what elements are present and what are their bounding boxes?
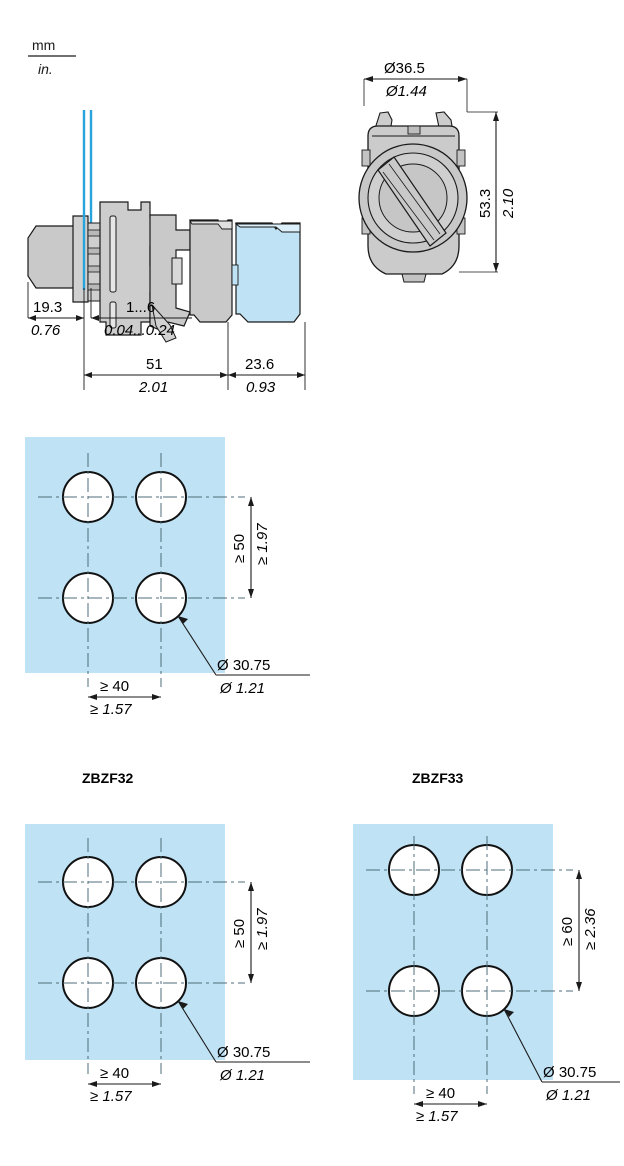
- side-tab-right-upper: [456, 149, 466, 167]
- dimension-vertical-mm: ≥ 60: [559, 917, 576, 946]
- dimension-vertical-mm: ≥ 50: [231, 534, 248, 563]
- dimension-51-mm: 51: [146, 356, 163, 373]
- hole-diameter-callout: Ø 30.75 Ø 1.21: [503, 1008, 620, 1104]
- dimension-1-6-in: 0.04...0.24: [104, 322, 175, 339]
- dimension-vertical: ≥ 60 ≥ 2.36: [559, 870, 599, 991]
- dimension-horizontal-mm: ≥ 40: [100, 1065, 129, 1082]
- body-slot-lower: [109, 301, 117, 329]
- dimension-vertical-in: ≥ 1.97: [254, 523, 271, 565]
- hole-pattern-zbzf33: ≥ 60 ≥ 2.36 ≥ 40 ≥ 1.57 Ø 30.75 Ø 1.21: [353, 824, 620, 1125]
- dimension-53-3: 53.3 2.10: [459, 111, 517, 273]
- hole-diameter-in: Ø 1.21: [219, 1067, 265, 1084]
- dimension-horizontal: ≥ 40 ≥ 1.57: [88, 1065, 161, 1105]
- mounting-panel: [25, 824, 225, 1060]
- dimension-dia-36-5: Ø36.5 Ø1.44: [363, 60, 468, 112]
- body-slot-upper: [109, 215, 117, 293]
- dimension-vertical-in: ≥ 1.97: [254, 908, 271, 950]
- dimension-horizontal-mm: ≥ 40: [100, 678, 129, 695]
- contact-block-grey-top: [189, 220, 233, 230]
- hole-pattern-top: ≥ 50 ≥ 1.97 ≥ 40 ≥ 1.57 Ø 30.75 Ø 1.21: [25, 437, 310, 718]
- dimension-dia-36-5-in: Ø1.44: [385, 83, 427, 100]
- hole-diameter-callout: Ø 30.75 Ø 1.21: [177, 1000, 310, 1084]
- side-view-assembly: 19.3 0.76 1...6 0.04...0.24 51 2.01 23.6…: [27, 110, 306, 396]
- mounting-panel: [25, 437, 225, 673]
- hole-diameter-mm: Ø 30.75: [217, 657, 270, 674]
- dimension-51-in: 2.01: [138, 379, 168, 396]
- dimension-horizontal-mm: ≥ 40: [426, 1085, 455, 1102]
- housing-notch: [407, 125, 421, 135]
- contact-block-blue-tab: [231, 264, 239, 286]
- units-legend-imperial: in.: [38, 61, 53, 77]
- dimension-horizontal-in: ≥ 1.57: [90, 701, 132, 718]
- hole-diameter-callout: Ø 30.75 Ø 1.21: [177, 615, 310, 697]
- pattern-title-zbzf32: ZBZF32: [82, 770, 134, 786]
- handle-groove-1: [382, 171, 435, 241]
- hole-diameter-in: Ø 1.21: [545, 1087, 591, 1104]
- dimension-vertical-in: ≥ 2.36: [582, 908, 599, 950]
- hole-pattern-zbzf32: ≥ 50 ≥ 1.97 ≥ 40 ≥ 1.57 Ø 30.75 Ø 1.21: [25, 824, 310, 1105]
- pattern-title-zbzf32-text: ZBZF32: [82, 770, 134, 786]
- centerlines-overlay: [38, 838, 245, 1074]
- dimension-23-6-in: 0.93: [246, 379, 276, 396]
- dimension-1-6: 1...6 0.04...0.24: [91, 299, 192, 339]
- hole-diameter-mm: Ø 30.75: [217, 1044, 270, 1061]
- contact-block-grey: [189, 219, 233, 323]
- side-tab-left-upper: [361, 149, 371, 167]
- mounting-holes: [62, 471, 187, 624]
- dimension-19-3: 19.3 0.76: [28, 299, 84, 339]
- contact-block-blue-top: [234, 223, 301, 233]
- side-view-extension-lines: [27, 282, 306, 390]
- side-view-geometry: [27, 110, 301, 343]
- dimension-23-6-mm: 23.6: [245, 356, 274, 373]
- front-view-geometry: [358, 111, 468, 283]
- hole-diameter-mm: Ø 30.75: [543, 1064, 596, 1081]
- dimension-19-3-in: 0.76: [31, 322, 61, 339]
- collar-detail: [171, 257, 183, 285]
- selector-handle: [377, 156, 447, 247]
- dimension-vertical-mm: ≥ 50: [231, 919, 248, 948]
- contact-block-blue: [235, 222, 301, 323]
- dimension-horizontal: ≥ 40 ≥ 1.57: [88, 678, 161, 718]
- dimension-23-6: 23.6 0.93: [228, 356, 305, 396]
- front-view-selector-switch: Ø36.5 Ø1.44: [358, 60, 517, 283]
- dimension-dia-36-5-mm: Ø36.5: [384, 60, 425, 77]
- mounting-flange: [72, 215, 89, 303]
- dimension-horizontal-in: ≥ 1.57: [416, 1108, 458, 1125]
- pattern-title-zbzf33: ZBZF33: [412, 770, 464, 786]
- housing-foot: [401, 273, 427, 283]
- clip-arm: [151, 303, 177, 343]
- dimension-horizontal-in: ≥ 1.57: [90, 1088, 132, 1105]
- units-legend: mm in.: [28, 37, 76, 77]
- dimension-vertical: ≥ 50 ≥ 1.97: [231, 497, 271, 598]
- dimension-53-3-in: 2.10: [500, 188, 517, 219]
- pattern-title-zbzf33-text: ZBZF33: [412, 770, 464, 786]
- dimension-53-3-mm: 53.3: [477, 189, 494, 218]
- handle-groove-2: [388, 163, 441, 235]
- hole-diameter-in: Ø 1.21: [219, 680, 265, 697]
- dimension-vertical: ≥ 50 ≥ 1.97: [231, 882, 271, 983]
- mounting-panel: [353, 824, 553, 1080]
- dimension-19-3-mm: 19.3: [33, 299, 62, 316]
- dimension-51: 51 2.01: [84, 356, 228, 396]
- centerlines-overlay: [366, 836, 573, 1094]
- units-legend-metric: mm: [32, 37, 55, 53]
- dimension-1-6-mm: 1...6: [126, 299, 155, 316]
- fixing-collar: [87, 222, 101, 302]
- centerlines-overlay: [38, 453, 245, 687]
- dimension-horizontal: ≥ 40 ≥ 1.57: [414, 1085, 487, 1125]
